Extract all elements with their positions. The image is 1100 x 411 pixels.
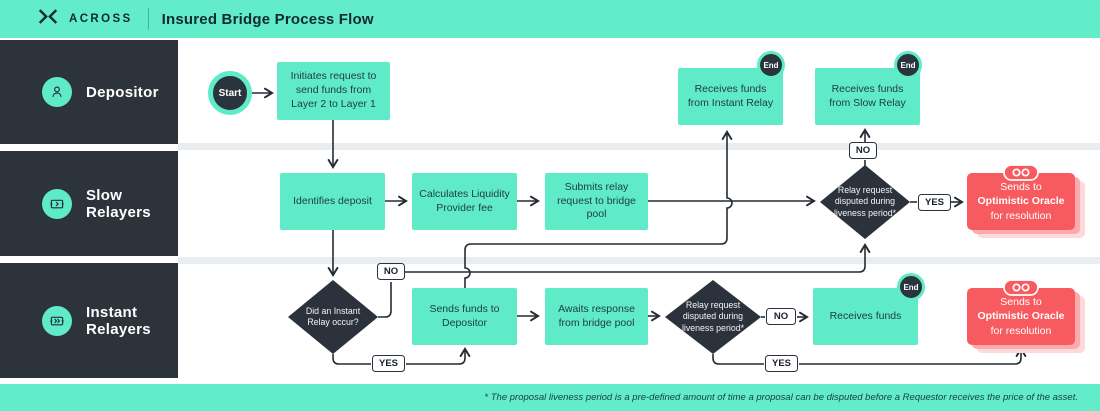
across-logo-icon xyxy=(36,7,60,31)
box-identifies-deposit: Identifies deposit xyxy=(280,173,385,230)
yes-label: YES xyxy=(765,355,798,372)
header-divider xyxy=(147,8,149,30)
box-calculates-lp-fee: Calculates Liquidity Provider fee xyxy=(412,173,517,230)
oracle-card-line3: for resolution xyxy=(990,209,1052,222)
oracle-card-line2: Optimistic Oracle xyxy=(977,310,1065,323)
slow-relay-icon xyxy=(42,188,72,219)
instant-relay-icon xyxy=(42,305,72,336)
page-title: Insured Bridge Process Flow xyxy=(161,10,374,28)
optimistic-oracle-card: Sends to Optimistic Oracle for resolutio… xyxy=(967,279,1075,345)
brand-name: ACROSS xyxy=(69,13,133,25)
no-label: NO xyxy=(766,308,796,325)
lane-label-slow-relayers: Slow Relayers xyxy=(86,186,151,221)
no-label: NO xyxy=(849,142,877,159)
end-badge: End xyxy=(757,51,785,79)
lane-instant-relayers: Instant Relayers xyxy=(0,263,178,378)
optimistic-oracle-icon xyxy=(1003,164,1039,181)
optimistic-oracle-card: Sends to Optimistic Oracle for resolutio… xyxy=(967,164,1075,230)
box-initiates-request: Initiates request to send funds from Lay… xyxy=(277,62,390,120)
start-node: Start xyxy=(208,71,252,115)
end-badge: End xyxy=(894,51,922,79)
optimistic-oracle-icon xyxy=(1003,279,1039,296)
liveness-period-footnote: * The proposal liveness period is a pre-… xyxy=(484,392,1078,403)
lane-slow-relayers: Slow Relayers xyxy=(0,151,178,256)
oracle-card-line3: for resolution xyxy=(990,324,1052,337)
oracle-card-line2: Optimistic Oracle xyxy=(977,195,1065,208)
end-badge: End xyxy=(897,273,925,301)
footer-bar: * The proposal liveness period is a pre-… xyxy=(0,384,1100,411)
box-awaits-response: Awaits response from bridge pool xyxy=(545,288,648,345)
lane-depositor: Depositor xyxy=(0,40,178,144)
person-icon xyxy=(42,77,72,107)
oracle-card-line1: Sends to xyxy=(1000,181,1042,194)
brand: ACROSS xyxy=(36,7,133,31)
lane-label-depositor: Depositor xyxy=(86,83,159,101)
lane-label-instant-relayers: Instant Relayers xyxy=(86,303,151,338)
box-receives-funds: Receives funds xyxy=(813,288,918,345)
lane-divider xyxy=(178,143,1100,150)
no-label: NO xyxy=(377,263,405,280)
box-submits-relay-request: Submits relay request to bridge pool xyxy=(545,173,648,230)
box-sends-funds-to-depositor: Sends funds to Depositor xyxy=(412,288,517,345)
lane-divider xyxy=(178,257,1100,264)
yes-label: YES xyxy=(372,355,405,372)
header-bar: ACROSS Insured Bridge Process Flow xyxy=(0,0,1100,38)
yes-label: YES xyxy=(918,194,951,211)
oracle-card-line1: Sends to xyxy=(1000,296,1042,309)
